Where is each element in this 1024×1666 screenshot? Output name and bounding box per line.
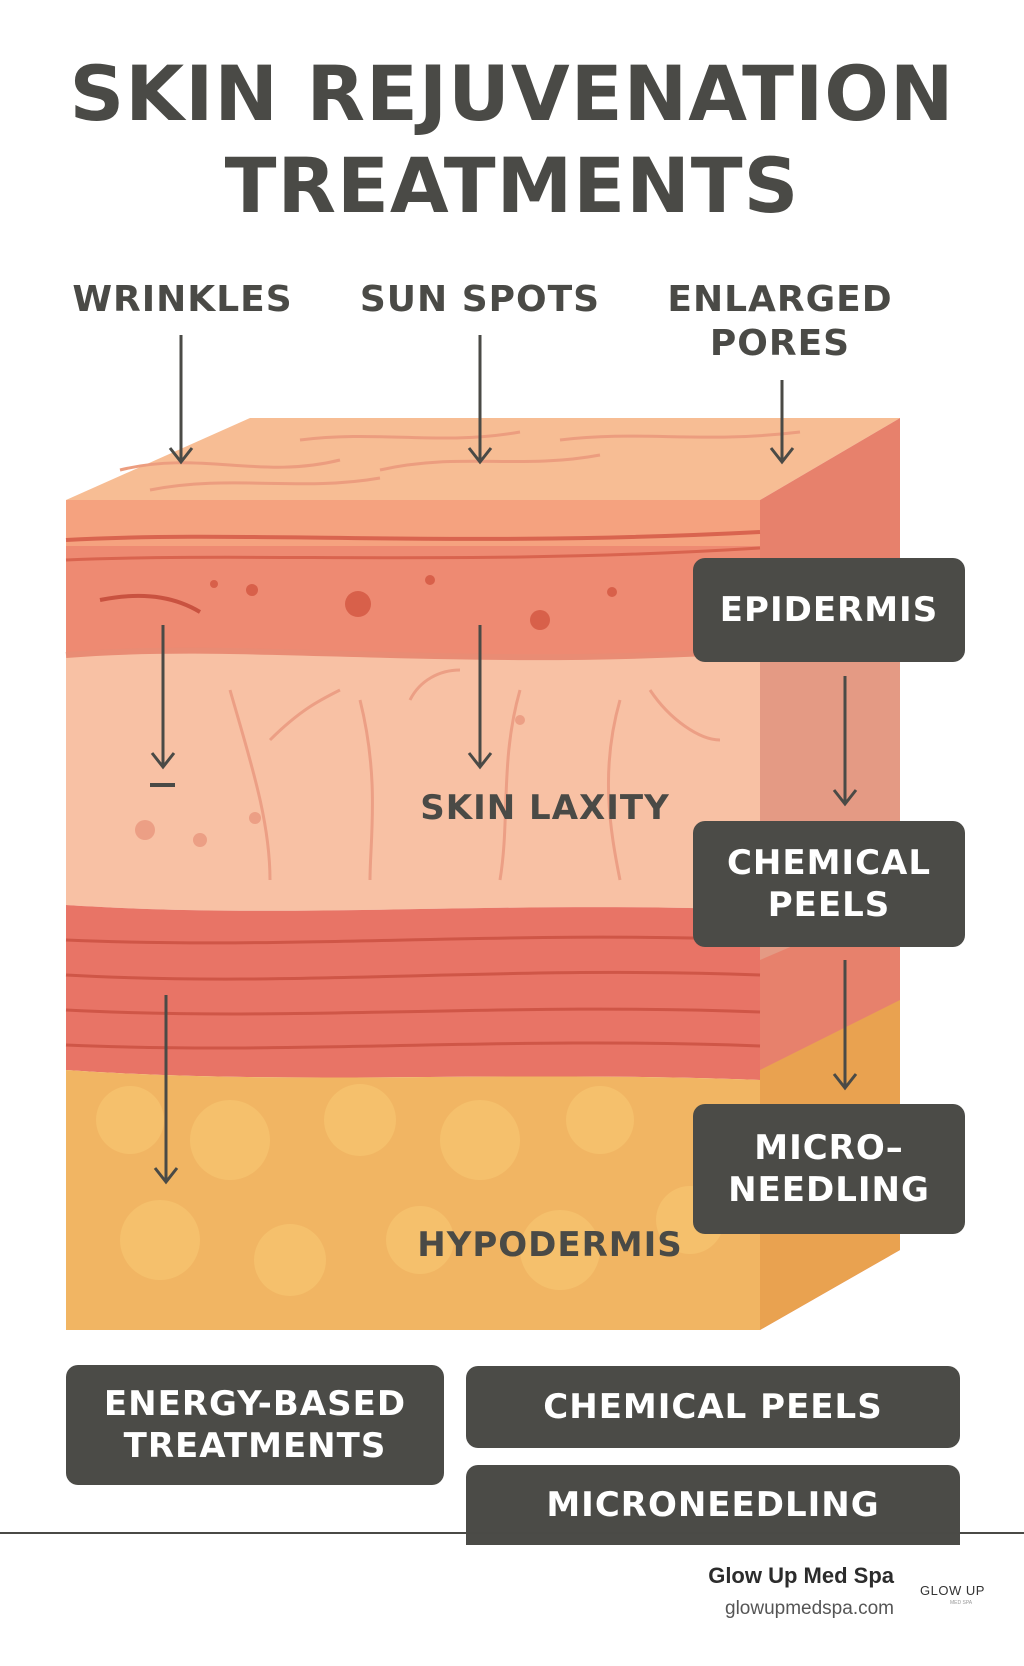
label-enlarged-pores-line-2: PORES (709, 323, 851, 364)
top-face-texture (119, 430, 801, 492)
deep-dermis-layer (66, 905, 760, 1080)
box-chemical-peels-bottom-text: CHEMICAL PEELS (543, 1387, 883, 1427)
box-energy-line-2: TREATMENTS (123, 1426, 387, 1466)
dermis-layer (66, 650, 760, 911)
box-epidermis-text: EPIDERMIS (719, 590, 939, 630)
footer-url: glowupmedspa.com (725, 1598, 894, 1619)
box-microneedling-side: MICRO– NEEDLING (693, 1104, 965, 1234)
label-skin-laxity: SKIN LAXITY (420, 788, 670, 828)
page-title: SKIN REJUVENATION TREATMENTS (0, 48, 1024, 232)
hypodermis-layer (66, 1070, 760, 1330)
box-microneedling-bottom-text: MICRONEEDLING (546, 1485, 880, 1525)
footer-divider (0, 1532, 1024, 1534)
label-wrinkles: WRINKLES (72, 279, 293, 320)
box-chemical-peels-bottom: CHEMICAL PEELS (466, 1366, 960, 1448)
box-microneedling-side-line-2: NEEDLING (728, 1170, 930, 1210)
box-energy-line-1: ENERGY-BASED (103, 1384, 407, 1424)
label-enlarged-pores-line-1: ENLARGED (667, 279, 893, 320)
brand-logo-subtext: MED SPA (950, 1600, 973, 1606)
box-microneedling-bottom: MICRONEEDLING (466, 1465, 960, 1545)
title-line-1: SKIN REJUVENATION (69, 49, 955, 138)
title-line-2: TREATMENTS (224, 141, 800, 230)
skin-cross-section-diagram (65, 335, 900, 1330)
box-epidermis: EPIDERMIS (693, 558, 965, 662)
label-enlarged-pores: ENLARGED PORES (660, 278, 900, 366)
box-microneedling-side-line-1: MICRO– (754, 1128, 904, 1168)
box-chemical-peels-side: CHEMICAL PEELS (693, 821, 965, 947)
label-sun-spots: SUN SPOTS (359, 279, 601, 320)
footer-brand-name: Glow Up Med Spa (708, 1563, 894, 1588)
label-hypodermis: HYPODERMIS (417, 1225, 683, 1265)
box-chemical-peels-side-line-1: CHEMICAL (726, 843, 932, 883)
box-chemical-peels-side-line-2: PEELS (767, 885, 891, 925)
box-energy-based-treatments: ENERGY-BASED TREATMENTS (66, 1365, 444, 1485)
brand-logo: GLOW UP (920, 1583, 985, 1598)
